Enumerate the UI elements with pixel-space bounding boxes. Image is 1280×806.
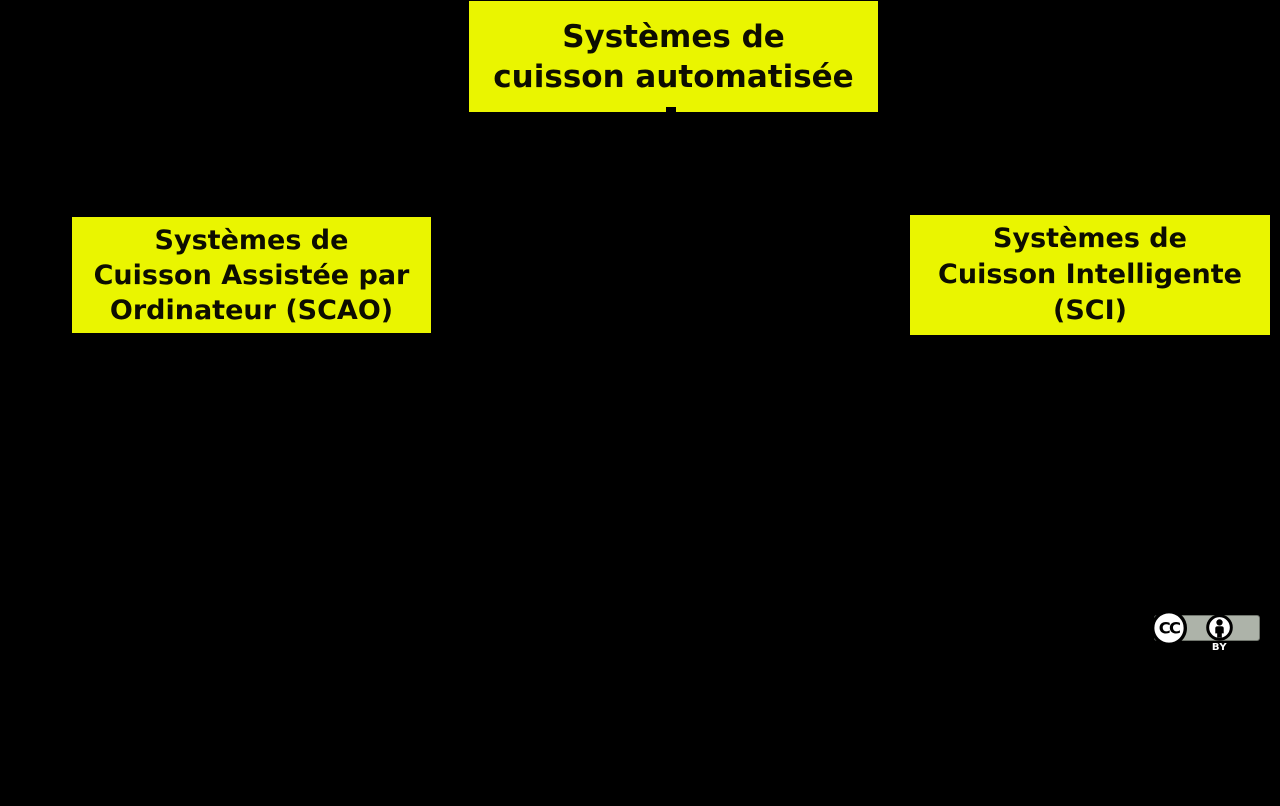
node-label-line: Cuisson Intelligente: [938, 259, 1242, 290]
cc-by-license-badge[interactable]: CC BY: [1146, 608, 1264, 654]
node-label-line: Ordinateur (SCAO): [109, 294, 394, 326]
node-sci: Systèmes de Cuisson Intelligente (SCI): [903, 208, 1277, 342]
node-label-line: Systèmes de: [154, 224, 349, 256]
svg-text:CC: CC: [1159, 619, 1180, 638]
cc-logo-icon: CC: [1151, 610, 1187, 646]
by-label: BY: [1211, 642, 1228, 653]
node-label-line: (SCI): [1053, 295, 1127, 326]
clipped-text-artifact: [666, 107, 676, 112]
node-label-line: Cuisson Assistée par: [93, 259, 410, 291]
node-scao: Systèmes de Cuisson Assistée par Ordinat…: [65, 210, 438, 340]
node-label-line: Systèmes de: [562, 18, 785, 55]
node-label-line: Systèmes de: [993, 223, 1187, 254]
node-label-line: cuisson automatisée: [493, 58, 854, 95]
attribution-person-icon: [1206, 614, 1233, 641]
node-systemes-cuisson-automatisee: Systèmes de cuisson automatisée: [462, 0, 885, 119]
